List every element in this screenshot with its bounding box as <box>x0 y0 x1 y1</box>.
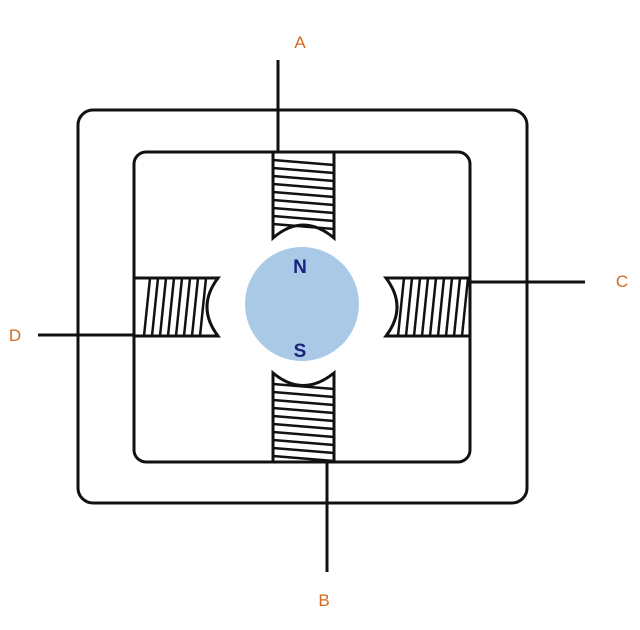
coil-winding-line <box>166 277 176 337</box>
terminal-d-label: D <box>9 326 21 345</box>
rotor-magnet <box>245 247 359 361</box>
coil-winding-line <box>404 277 414 337</box>
terminal-c-label: C <box>616 272 628 291</box>
coil-winding-line <box>272 214 335 223</box>
coil-winding-line <box>460 277 470 337</box>
coil-winding-line <box>272 390 335 399</box>
coil-winding-line <box>272 206 335 215</box>
coil-winding-line <box>272 166 335 175</box>
coil-winding-line <box>182 277 192 337</box>
coil-winding-line <box>198 277 208 337</box>
coil-winding-line <box>396 277 406 337</box>
inner-stator-frame <box>132 150 472 464</box>
coil-winding-line <box>174 277 184 337</box>
coil-winding-line <box>150 277 160 337</box>
coil-winding-line <box>272 446 335 455</box>
coil-winding-line <box>158 277 168 337</box>
coil-winding-line <box>272 422 335 431</box>
terminal-a-label: A <box>294 33 306 52</box>
bottom-pole-winding <box>271 369 336 462</box>
coil-winding-line <box>272 438 335 447</box>
coil-winding-line <box>272 454 335 463</box>
coil-winding-line <box>444 277 454 337</box>
rotor-north-label: N <box>293 257 307 278</box>
rotor-south-label: S <box>294 341 307 362</box>
coil-winding-line <box>272 190 335 199</box>
right-pole-winding <box>382 276 470 338</box>
coil-winding-line <box>272 406 335 415</box>
coil-winding-line <box>272 182 335 191</box>
left-pole-winding <box>134 276 222 338</box>
outer-stator-frame <box>76 108 529 505</box>
coil-winding-line <box>272 198 335 207</box>
coil-winding-line <box>272 398 335 407</box>
top-pole-winding <box>271 152 336 242</box>
coil-winding-line <box>452 277 462 337</box>
coil-winding-line <box>428 277 438 337</box>
terminal-b-label: B <box>318 591 329 610</box>
coil-winding-line <box>190 277 200 337</box>
coil-winding-line <box>272 174 335 183</box>
coil-winding-line <box>412 277 422 337</box>
coil-winding-line <box>272 414 335 423</box>
coil-winding-line <box>272 430 335 439</box>
coil-winding-line <box>142 277 152 337</box>
coil-winding-line <box>420 277 430 337</box>
coil-winding-line <box>436 277 446 337</box>
coil-winding-line <box>272 158 335 167</box>
